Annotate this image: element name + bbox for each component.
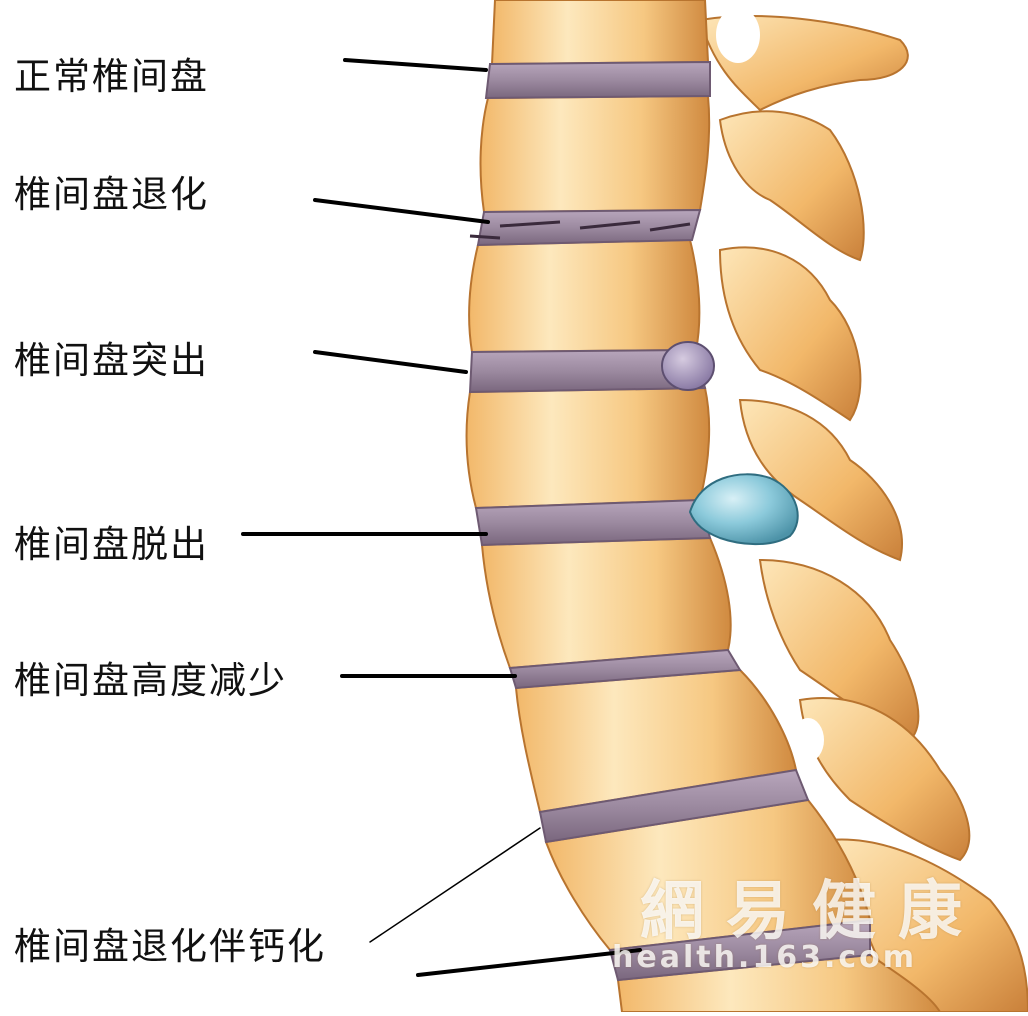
protrusion-bulge bbox=[662, 342, 714, 390]
disc-normal bbox=[486, 62, 710, 98]
leader-line-degeneration bbox=[315, 200, 488, 222]
watermark-site-name: 網易健康 bbox=[640, 860, 984, 952]
watermark-url: health.163.com bbox=[612, 940, 917, 975]
label-disc-protrusion: 椎间盘突出 bbox=[14, 342, 209, 379]
label-normal-disc: 正常椎间盘 bbox=[14, 58, 209, 95]
leader-line-protrusion bbox=[315, 352, 466, 372]
leader-line-calcification-lower bbox=[418, 950, 640, 975]
label-disc-prolapse: 椎间盘脱出 bbox=[14, 526, 209, 563]
label-disc-degeneration-calcification: 椎间盘退化伴钙化 bbox=[14, 928, 326, 965]
leader-line-calcification-upper bbox=[370, 828, 540, 942]
label-disc-degeneration: 椎间盘退化 bbox=[14, 176, 209, 213]
label-disc-height-reduction: 椎间盘高度减少 bbox=[14, 662, 287, 699]
leader-line-normal bbox=[345, 60, 486, 70]
disc-herniated bbox=[476, 500, 710, 545]
